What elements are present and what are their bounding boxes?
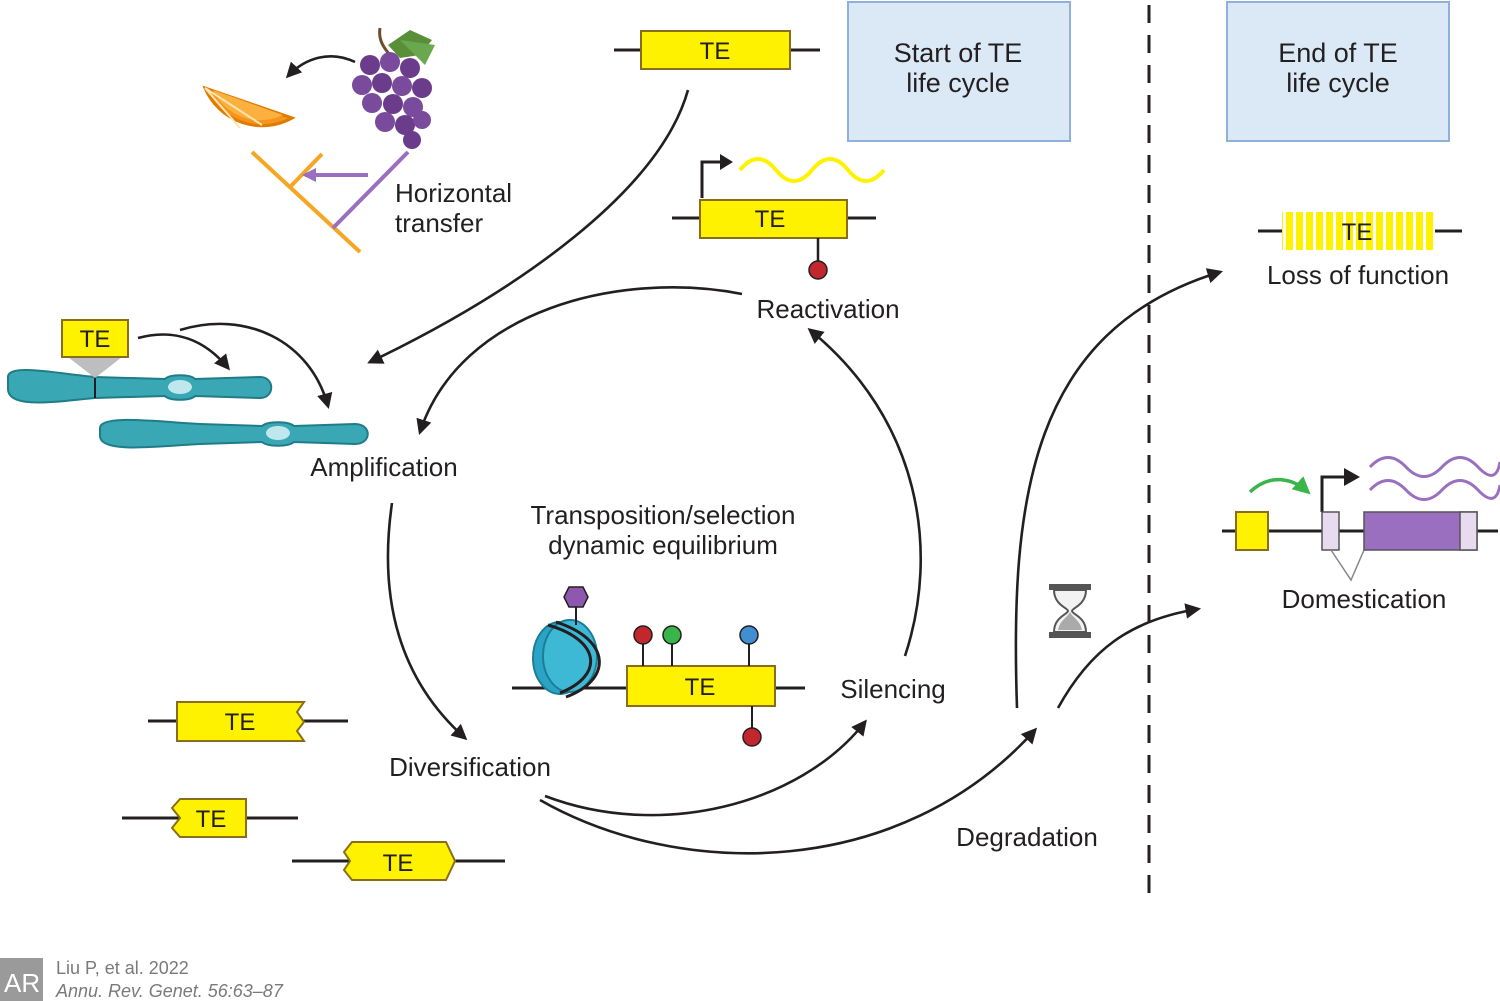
degradation-to-loss-arrow: [1014, 268, 1223, 709]
end-life-cycle-box: End of TE life cycle: [1226, 1, 1450, 142]
degraded-te-element: TE: [1258, 212, 1462, 250]
phylogeny-tree-icon: [250, 150, 410, 254]
domestication-label: Domestication: [1282, 584, 1447, 614]
top-te-element: TE: [614, 30, 820, 70]
end-box-line1: End of TE: [1278, 38, 1398, 68]
te-label: TE: [196, 806, 227, 833]
start-box-line2: life cycle: [906, 68, 1010, 98]
citation-line-1: Liu P, et al. 2022: [56, 958, 189, 978]
te-label: TE: [685, 674, 716, 701]
start-box-line1: Start of TE: [894, 38, 1023, 68]
equilibrium-label-2: dynamic equilibrium: [548, 530, 778, 560]
amplification-to-diversification-arrow: [386, 502, 468, 741]
horizontal-transfer-label-2: transfer: [395, 208, 483, 238]
diversification-to-degradation-arrow: [539, 727, 1038, 855]
silenced-te-element: TE: [512, 586, 805, 747]
silencing-label: Silencing: [840, 674, 946, 704]
amplification-label: Amplification: [310, 452, 457, 482]
diversified-te-element-1: TE: [148, 701, 348, 742]
equilibrium-label-1: Transposition/selection: [531, 500, 796, 530]
grape-to-orange-arrow: [285, 54, 356, 79]
histone-mark-icon: [563, 586, 589, 608]
diversification-label: Diversification: [389, 752, 551, 782]
annual-reviews-logo: [0, 958, 43, 1001]
horizontal-transfer-label-1: Horizontal: [395, 178, 512, 208]
amplification-insert-arrow-1: [137, 333, 230, 371]
diversified-te-element-3: TE: [292, 841, 505, 881]
citation-line-2: Annu. Rev. Genet. 56:63–87: [55, 981, 284, 1001]
hourglass-icon: [1049, 584, 1091, 638]
methylation-mark-icon: [808, 260, 828, 280]
te-label: TE: [755, 206, 786, 233]
silencing-to-reactivation-arrow: [807, 328, 923, 657]
reactivation-te-element: TE: [672, 154, 886, 280]
amplification-insert-arrow-2: [179, 322, 333, 410]
te-label: TE: [80, 326, 111, 353]
grapes-icon: [352, 27, 435, 149]
orange-slice-icon: [202, 85, 296, 129]
red-mark-icon: [633, 625, 653, 645]
citation: AR Liu P, et al. 2022 Annu. Rev. Genet. …: [0, 958, 284, 1001]
diversification-to-silencing-arrow: [544, 719, 867, 817]
reactivation-label: Reactivation: [756, 294, 899, 324]
promoter-arrow-icon: [700, 160, 722, 198]
start-to-amplification-arrow: [367, 89, 690, 364]
start-life-cycle-box: Start of TE life cycle: [847, 1, 1071, 142]
te-label: TE: [225, 709, 256, 736]
te-label: TE: [1342, 219, 1373, 246]
degradation-to-domestication-arrow: [1056, 603, 1202, 709]
te-label: TE: [700, 38, 731, 65]
green-mark-icon: [662, 625, 682, 645]
amplification-chromosomes: TE: [7, 319, 369, 449]
end-box-line2: life cycle: [1286, 68, 1390, 98]
te-label: TE: [383, 850, 414, 877]
red-mark-icon: [742, 727, 762, 747]
degradation-label: Degradation: [956, 822, 1098, 852]
blue-mark-icon: [739, 625, 759, 645]
domesticated-gene: [1222, 456, 1500, 582]
loss-of-function-label: Loss of function: [1267, 260, 1449, 290]
promoter-arrow-icon: [1320, 475, 1346, 512]
green-arrow-icon: [1248, 476, 1311, 495]
logo-text: AR: [4, 968, 40, 998]
diversified-te-element-2: TE: [122, 798, 298, 838]
nucleosome-icon: [532, 586, 601, 699]
reactivation-to-amplification-arrow: [416, 286, 743, 435]
